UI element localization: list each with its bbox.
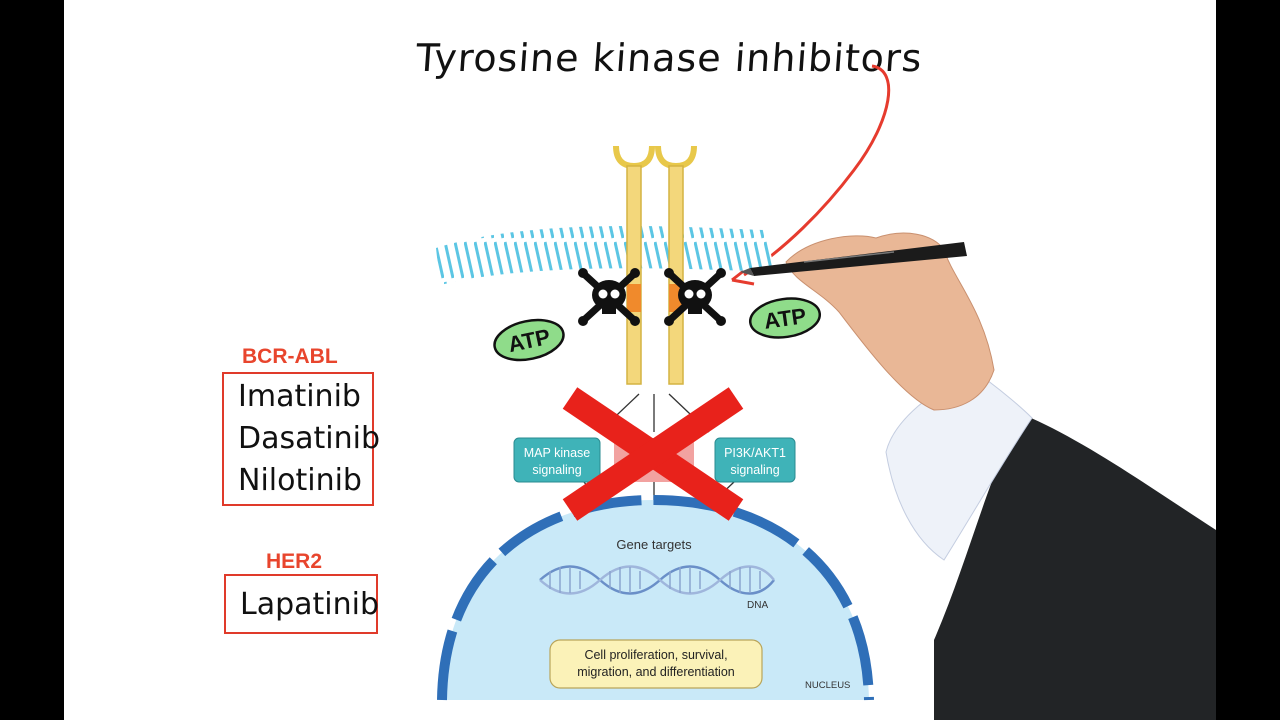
block-x-icon	[562, 387, 744, 521]
drug-box-her2: Lapatinib	[224, 574, 380, 634]
pointer-arrow	[743, 64, 891, 277]
atp-right: ATP	[748, 297, 822, 339]
group-heading-bcr-abl: BCR-ABL	[242, 345, 338, 368]
pi3k-box: PI3K/AKT1 signaling	[714, 437, 796, 483]
outcome-box: Cell proliferation, survival, migration,…	[549, 639, 763, 689]
drug-name: Dasatinib	[238, 421, 380, 456]
svg-text:ATP: ATP	[762, 303, 807, 334]
svg-text:signaling: signaling	[730, 463, 779, 477]
drug-name: Imatinib	[238, 379, 361, 414]
group-heading-her2: HER2	[266, 550, 323, 573]
slide: Tyrosine kinase inhibitors	[64, 0, 1216, 720]
gene-targets-label: Gene targets	[616, 537, 692, 552]
dna-label: DNA	[747, 600, 768, 611]
drug-name: Lapatinib	[240, 587, 380, 622]
svg-text:Cell proliferation, survival,: Cell proliferation, survival,	[584, 648, 727, 662]
cell-membrane	[436, 225, 776, 285]
nucleus-label: NUCLEUS	[805, 680, 850, 691]
hand-with-pen-illustration	[740, 232, 1216, 720]
drug-box-bcr-abl: Imatinib Dasatinib Nilotinib	[222, 372, 380, 506]
svg-text:PI3K/AKT1: PI3K/AKT1	[724, 446, 786, 460]
drug-name: Nilotinib	[238, 463, 362, 498]
skull-icon	[664, 268, 726, 326]
svg-text:MAP kinase: MAP kinase	[524, 446, 591, 460]
svg-text:migration, and differentiation: migration, and differentiation	[577, 665, 735, 679]
atp-left: ATP	[493, 318, 565, 362]
skull-icon	[578, 268, 640, 326]
dna-helix	[539, 565, 775, 595]
receptor-diagram: ATP ATP MAP kinase signaling	[436, 64, 1216, 720]
svg-text:signaling: signaling	[532, 463, 581, 477]
map-kinase-box: MAP kinase signaling	[513, 437, 601, 483]
